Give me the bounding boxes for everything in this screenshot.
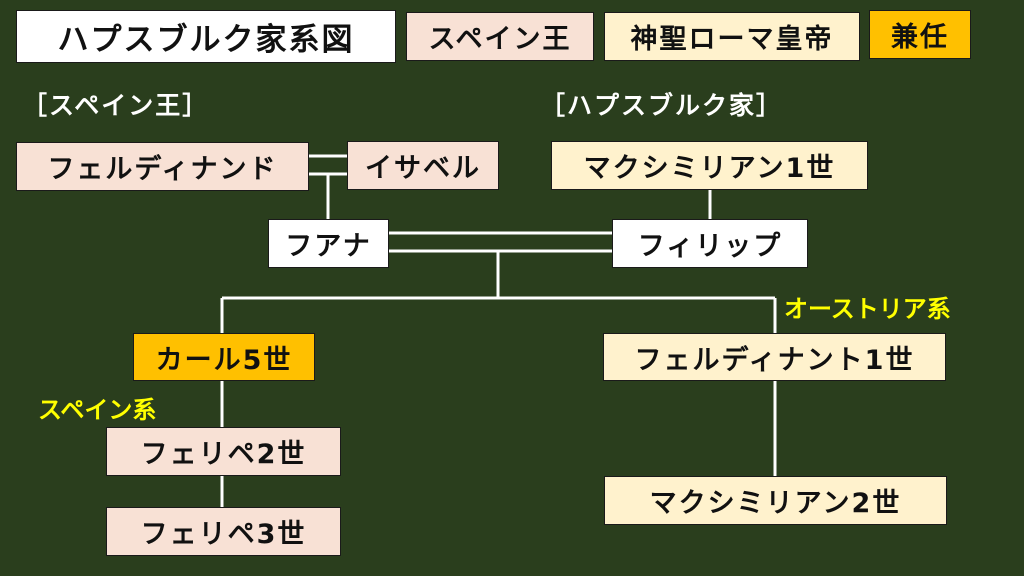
legend-both: 兼任 <box>869 10 971 59</box>
person-juana: フアナ <box>268 219 389 268</box>
branch-label-austria: オーストリア系 <box>784 289 951 324</box>
person-isabel: イサベル <box>347 141 499 190</box>
person-philipp: フィリップ <box>612 219 808 268</box>
legend-spain-king: スペイン王 <box>406 12 594 61</box>
branch-label-spain: スペイン系 <box>38 390 157 425</box>
person-karl5: カール5世 <box>133 333 315 381</box>
person-maximilian2: マクシミリアン2世 <box>604 476 947 525</box>
legend-hre-emperor: 神聖ローマ皇帝 <box>604 12 860 61</box>
person-maximilian1: マクシミリアン1世 <box>551 141 868 190</box>
section-label-spain: ［スペイン王］ <box>22 91 210 120</box>
section-label-habsburg: ［ハプスブルク家］ <box>540 91 784 120</box>
person-felipe2: フェリペ2世 <box>106 427 341 476</box>
person-felipe3: フェリペ3世 <box>106 507 341 556</box>
person-ferdinand1: フェルディナント1世 <box>603 333 946 381</box>
page-title: ハプスブルク家系図 <box>16 10 396 63</box>
person-ferdinand: フェルディナンド <box>16 142 309 191</box>
